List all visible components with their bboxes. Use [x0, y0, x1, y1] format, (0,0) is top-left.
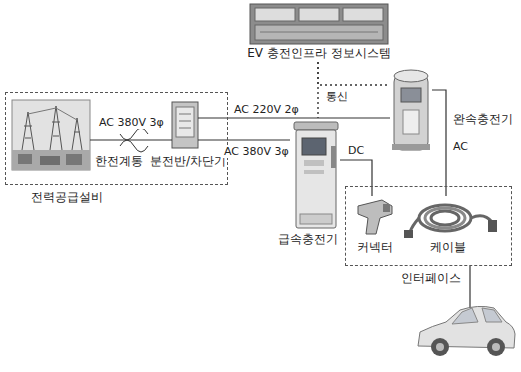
edge-label: AC 220V 2φ	[232, 103, 301, 116]
cable-picture	[404, 205, 497, 238]
edge-label: AC 380V 3φ	[97, 116, 166, 129]
substation-photo	[12, 100, 90, 170]
node-label: 인터페이스	[401, 271, 461, 285]
fast-charger-picture	[294, 122, 338, 228]
connector-node: 커넥터	[355, 196, 395, 236]
node-label: 한전계통	[95, 154, 143, 168]
edge-label: 통신	[324, 90, 350, 103]
power-line	[198, 139, 290, 140]
info-system-node: EV 충전인프라 정보시스템	[241, 4, 397, 62]
cable-node: 케이블	[405, 196, 500, 236]
slow-charger-node: 완속충전기	[390, 68, 432, 150]
edge-label: AC 380V 3φ	[222, 145, 291, 158]
node-label: EV 충전인프라 정보시스템	[241, 46, 397, 60]
vehicle-wire	[470, 266, 471, 312]
slow-charger-picture	[392, 70, 430, 150]
node-label: 분전반/차단기	[150, 154, 226, 168]
power-line	[90, 139, 172, 140]
power-line	[432, 90, 446, 196]
interface-group: 인터페이스커넥터케이블	[345, 186, 512, 266]
node-label: 커넥터	[357, 240, 393, 254]
grid-node: 한전계통	[12, 100, 90, 170]
car-picture	[418, 306, 515, 356]
info-system-screen	[250, 4, 388, 44]
fast-charger-node: 급속충전기	[290, 118, 340, 228]
comm-line	[317, 62, 318, 118]
node-label: 완속충전기	[453, 112, 513, 126]
connector-picture	[358, 200, 392, 234]
power-supply-group: 전력공급설비한전계통분전반/차단기	[5, 92, 228, 185]
node-label: 전력공급설비	[31, 190, 103, 204]
power-line	[198, 117, 390, 118]
edge-label: DC	[346, 144, 366, 157]
breaker-panel	[172, 102, 198, 148]
node-label: 케이블	[430, 240, 466, 254]
comm-line	[318, 62, 390, 85]
breaker-node: 분전반/차단기	[172, 102, 198, 148]
node-label: 급속충전기	[278, 232, 338, 246]
edge-label: AC	[451, 140, 470, 153]
